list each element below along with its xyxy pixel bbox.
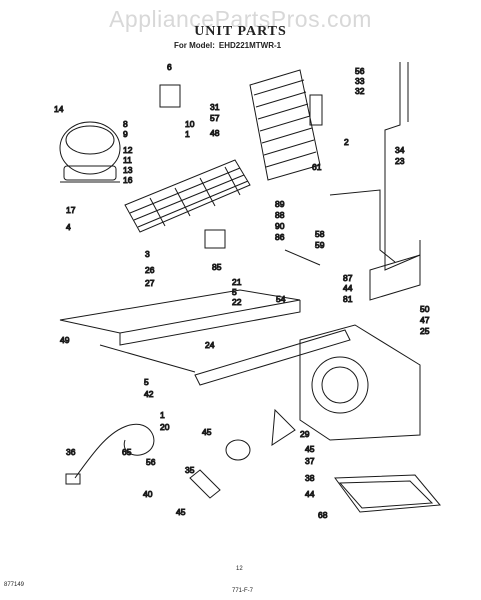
defrost-heater [284,249,321,266]
callout-50: 48 [210,128,220,138]
callout-88: 88 [275,210,285,220]
callout-10: 9 [123,129,128,139]
fan-motor [189,408,296,499]
callout-13: 12 [123,145,133,155]
callout-3: 3 [145,249,150,259]
callout-33: 33 [355,76,365,86]
watermark: AppliancePartsPros.com [109,6,372,32]
callout-1b: 1 [160,410,165,420]
callout-38: 38 [305,473,315,483]
callout-85: 85 [212,262,222,272]
callout-9: 8 [123,119,128,129]
callout-47b: 45 [176,507,186,517]
callout-5: 5 [232,287,237,297]
callout-8: 6 [167,62,172,72]
callout-34: 34 [395,145,405,155]
footer-code: 771-F-7 [232,588,254,594]
condenser-coil [124,159,251,233]
defrost-timer [309,94,323,126]
callout-32: 32 [355,86,365,96]
callout-51: 49 [60,335,70,345]
model-line: For Model:EHD221MTWR-1 [170,41,281,50]
callout-17: 16 [123,175,133,185]
callout-35: 35 [185,465,195,475]
callout-1: 1 [185,129,190,139]
callout-4: 4 [66,222,71,232]
compressor [59,121,121,183]
page-number: 12 [236,566,243,572]
callout-27: 25 [420,326,430,336]
callout-25: 26 [145,265,155,275]
relay [159,84,181,108]
thermostat [204,229,226,249]
fan-shroud [299,324,421,441]
callout-49: 47 [420,315,430,325]
callout-21: 21 [232,277,242,287]
callout-58: 57 [210,113,220,123]
callout-45: 44 [343,283,353,293]
tubing [329,62,421,301]
callout-48: 45 [202,427,212,437]
callout-18: 17 [66,205,76,215]
evaporator [249,69,321,181]
callout-12: 11 [123,155,132,165]
callout-14: 13 [123,165,133,175]
callout-47: 45 [305,444,315,454]
callout-6: 5 [144,377,149,387]
doc-id: 877149 [4,582,25,588]
callout-26: 27 [145,278,155,288]
callout-54: 50 [420,304,430,314]
callout-89: 89 [275,199,285,209]
callout-29: 29 [300,429,310,439]
callout-81: 81 [343,294,353,304]
callout-22: 22 [232,297,242,307]
callout-37: 37 [305,456,315,466]
base-frame [59,289,351,386]
callout-68: 68 [318,510,328,520]
callout-23: 23 [395,156,405,166]
callout-90: 90 [275,221,285,231]
callout-31: 31 [210,102,220,112]
model-number: EHD221MTWR-1 [218,41,282,50]
callout-24: 24 [205,340,215,350]
callout-86: 86 [275,232,285,242]
callout-87: 87 [343,273,353,283]
callout-16: 14 [54,104,64,114]
power-cord [65,423,155,485]
callout-56: 54 [276,294,286,304]
callout-36: 36 [66,447,76,457]
callout-11: 10 [185,119,195,129]
callout-labels: 14 8 9 12 11 13 16 17 4 6 10 1 31 57 48 … [54,62,431,521]
callout-57b: 56 [146,457,156,467]
callout-57: 56 [355,66,365,76]
callout-65: 65 [122,447,132,457]
callout-40: 40 [143,489,153,499]
callout-42: 42 [144,389,154,399]
callout-2: 2 [344,137,349,147]
diagram-title: UNIT PARTS [194,24,287,39]
callout-20: 20 [160,422,170,432]
drain-pan [334,474,441,513]
callout-44: 44 [305,489,315,499]
callout-60: 59 [315,240,325,250]
model-label: For Model: [174,41,215,50]
callout-61: 61 [312,162,322,172]
callout-59: 58 [315,229,325,239]
